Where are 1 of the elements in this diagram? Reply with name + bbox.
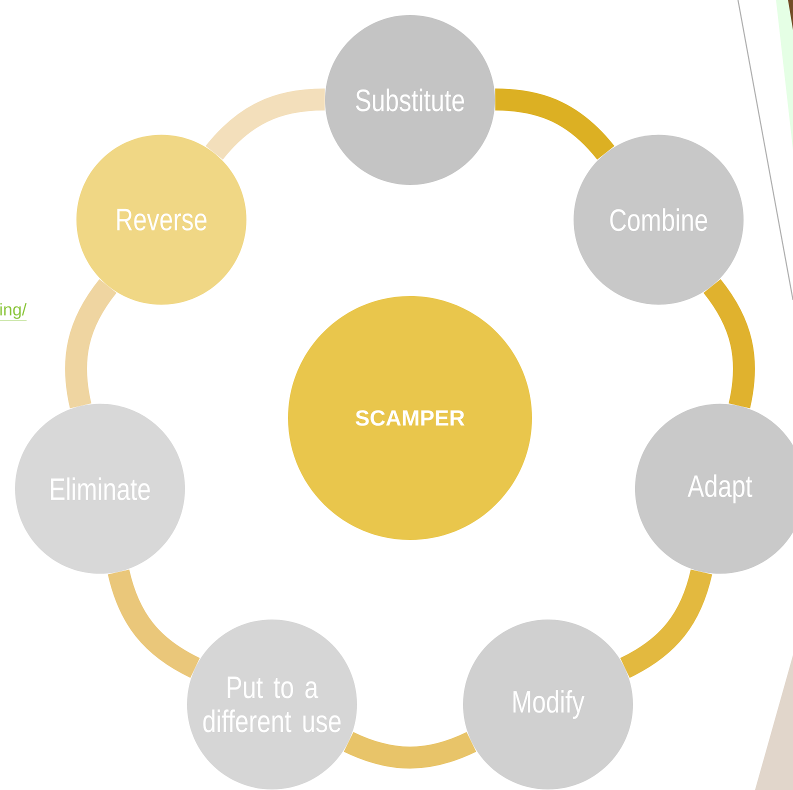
link-text: ing/ — [0, 303, 27, 320]
